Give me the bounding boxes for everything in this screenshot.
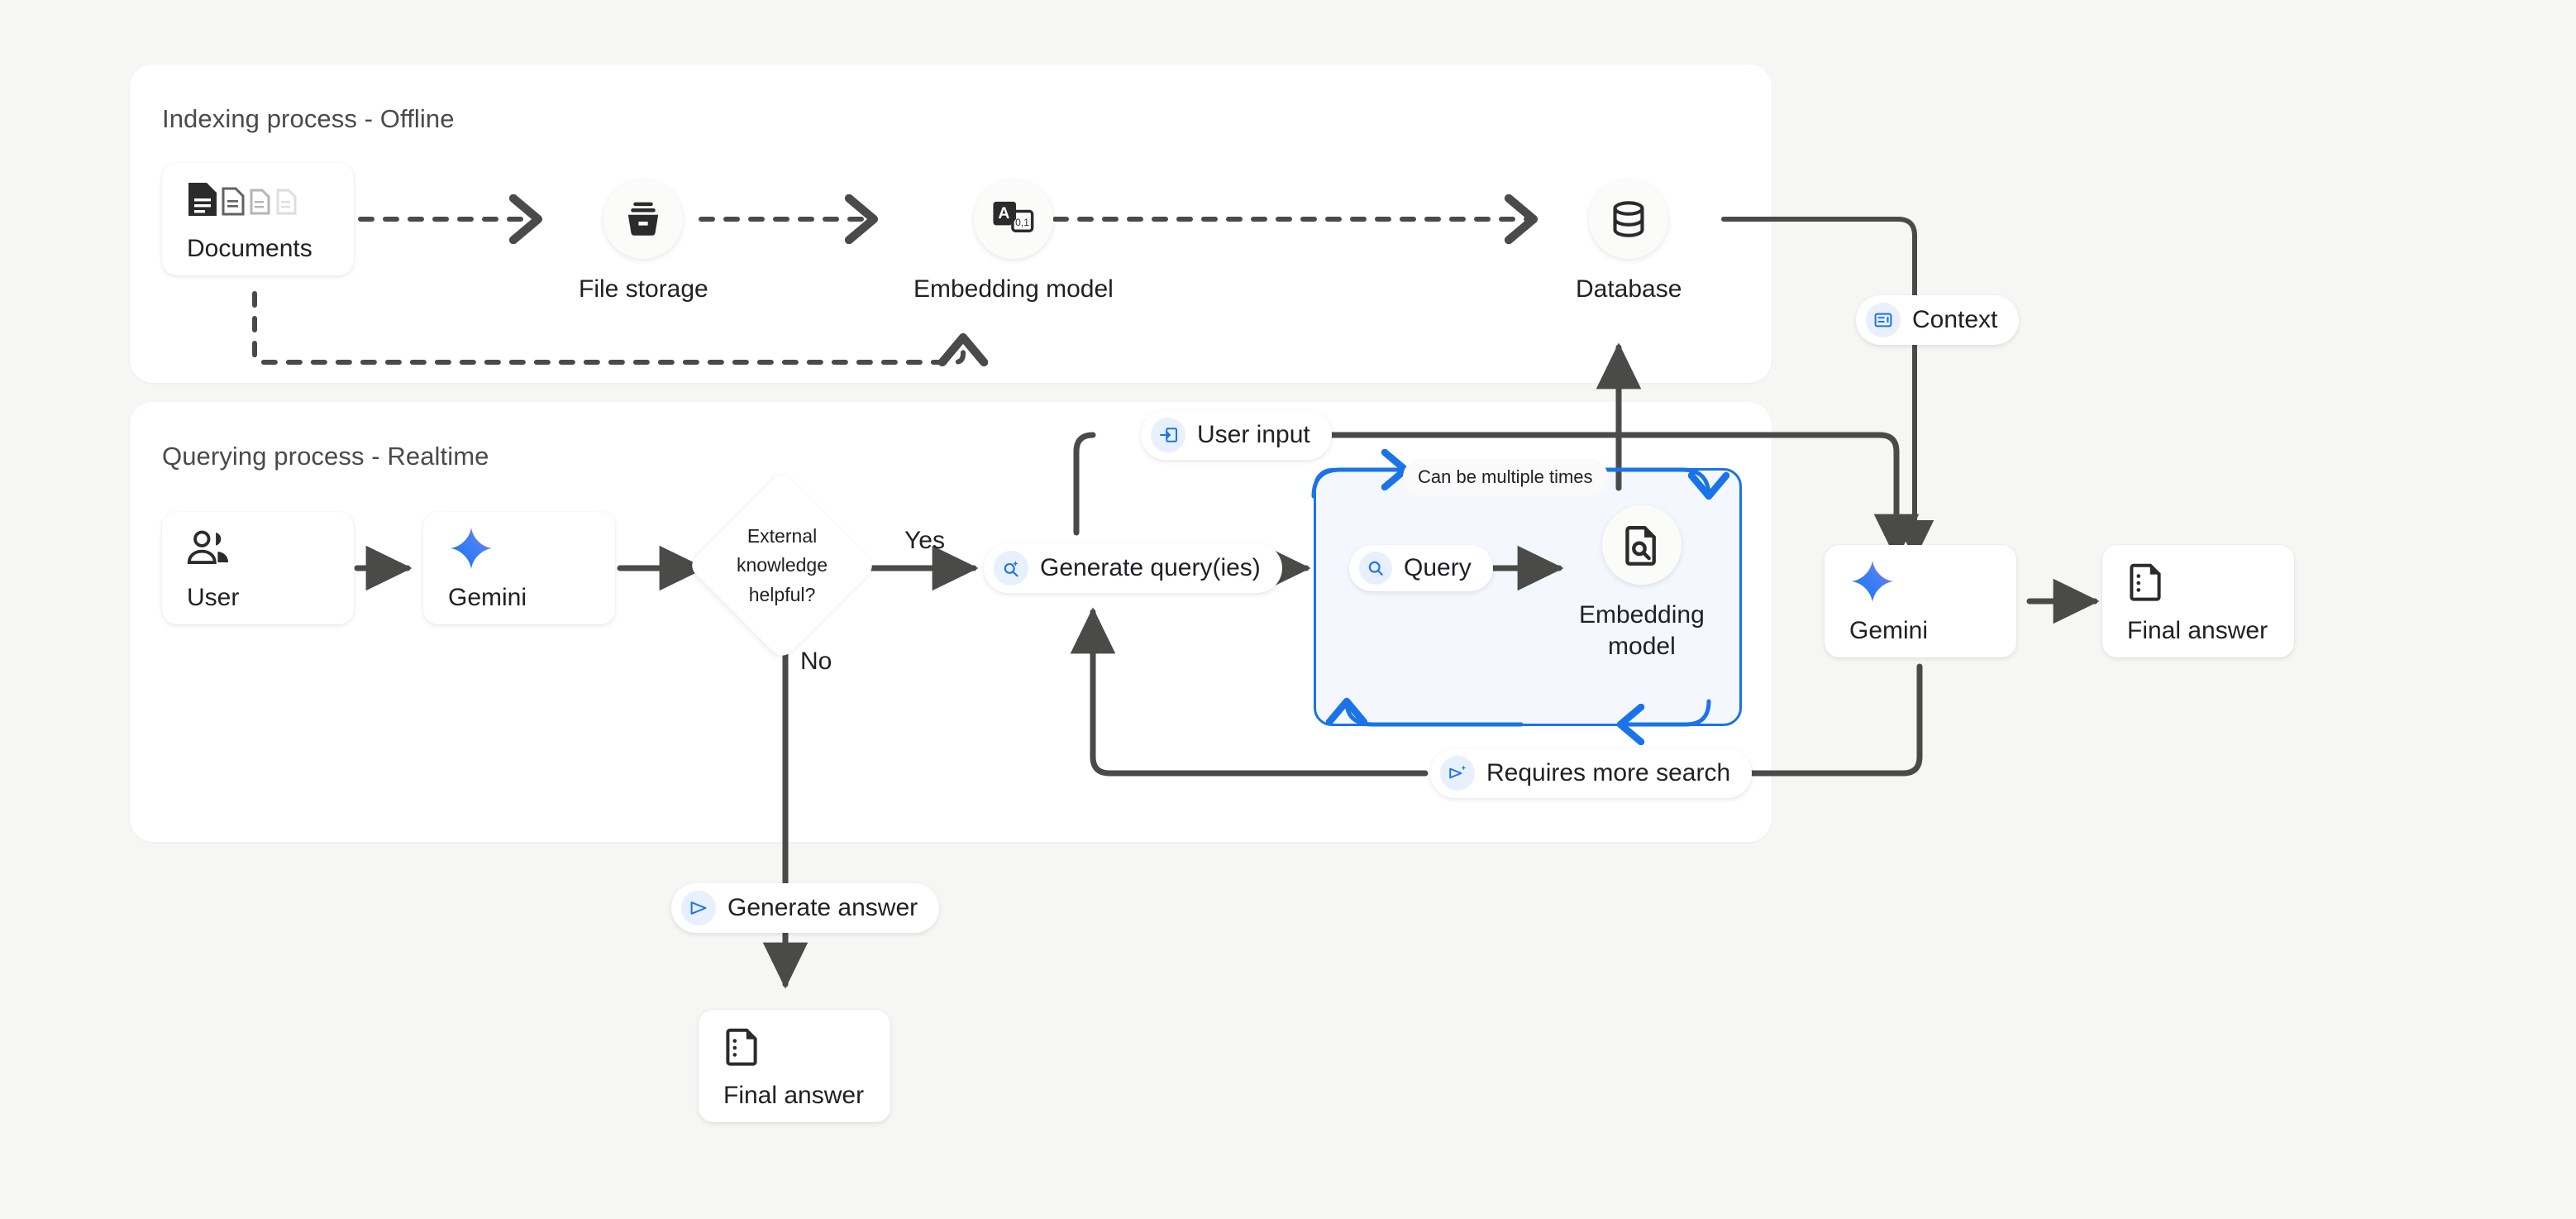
embedding-model-index-label: Embedding model [914,275,1114,303]
user-group-icon [187,524,354,572]
node-database[interactable]: Database [1576,179,1682,305]
node-embedding-model-index[interactable]: 0,1 A Embedding model [914,179,1114,305]
send-icon [681,891,716,925]
gemini-sparkle-icon [1849,557,2016,605]
svg-text:A: A [998,204,1009,222]
file-storage-icon [603,179,684,259]
generate-answer-label: Generate answer [727,894,918,921]
node-embedding-model-query[interactable]: Embedding model [1579,505,1705,662]
context-label: Context [1912,306,1998,333]
embedding-model-query-line1: Embedding [1579,601,1705,629]
documents-label: Documents [187,235,312,262]
document-search-icon [1601,505,1682,585]
decision-line-2: knowledge [737,554,828,576]
querying-panel-title: Querying process - Realtime [162,442,489,471]
node-file-storage[interactable]: File storage [579,179,708,305]
translate-embedding-icon: 0,1 A [973,179,1053,259]
node-documents[interactable]: Documents [162,163,354,275]
user-input-label: User input [1197,421,1310,448]
final-answer-right-label: Final answer [2127,617,2268,644]
database-label: Database [1576,275,1682,303]
documents-icon [187,175,354,223]
embedding-model-query-line2: model [1608,632,1676,660]
decision-external-knowledge[interactable]: External knowledge helpful? [687,471,877,661]
gemini-left-label: Gemini [448,584,527,611]
decision-line-1: External [747,524,818,547]
requires-more-search-label: Requires more search [1486,759,1731,786]
pill-user-input[interactable]: User input [1141,410,1332,460]
edge-label-yes: Yes [904,527,945,554]
answer-doc-icon [2127,557,2294,605]
database-icon [1589,179,1669,259]
send-sparkle-icon [1440,756,1475,791]
pill-generate-queries[interactable]: Generate query(ies) [984,543,1282,593]
svg-text:0,1: 0,1 [1015,217,1029,228]
search-sparkle-icon [994,551,1028,586]
pill-generate-answer[interactable]: Generate answer [671,883,940,933]
node-gemini-left[interactable]: Gemini [423,512,615,624]
node-final-answer-right[interactable]: Final answer [2102,545,2294,657]
input-arrow-icon [1151,418,1185,452]
node-gemini-right[interactable]: Gemini [1825,545,2016,657]
file-storage-label: File storage [579,275,708,303]
node-final-answer-bottom[interactable]: Final answer [699,1010,890,1122]
pill-context[interactable]: Context [1856,295,2020,345]
pill-query[interactable]: Query [1349,545,1493,591]
user-label: User [187,584,240,611]
decision-text: External knowledge helpful? [715,499,849,633]
indexing-panel-title: Indexing process - Offline [162,104,455,133]
gemini-sparkle-icon [448,524,615,572]
context-window-icon [1866,303,1901,337]
node-user[interactable]: User [162,512,354,624]
final-answer-bottom-label: Final answer [723,1082,865,1109]
loop-note-chip: Can be multiple times [1403,459,1608,495]
embedding-model-query-label: Embedding model [1579,600,1705,662]
generate-queries-label: Generate query(ies) [1040,554,1261,581]
decision-line-3: helpful? [748,583,816,605]
search-icon [1359,552,1392,585]
pill-requires-more-search[interactable]: Requires more search [1430,748,1753,798]
query-label: Query [1404,554,1472,581]
edge-label-no: No [800,648,832,675]
gemini-right-label: Gemini [1849,617,1929,644]
answer-doc-icon [723,1022,890,1070]
